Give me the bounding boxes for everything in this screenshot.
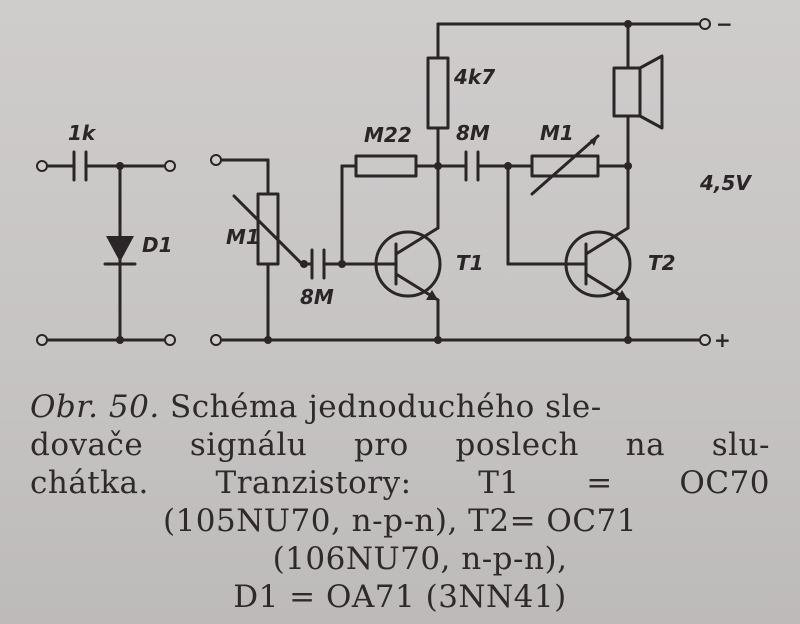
plus-terminal — [699, 334, 711, 346]
label-plus: + — [714, 328, 731, 352]
caption-line-6: D1 = OA71 (3NN41) — [233, 579, 567, 615]
label-t2: T2 — [648, 251, 676, 275]
label-voltage: 4,5V — [699, 171, 752, 195]
figure-number: Obr. 50. — [30, 389, 160, 425]
label-m22: M22 — [364, 123, 412, 147]
label-4k7: 4k7 — [453, 65, 495, 89]
label-8m-top: 8M — [456, 121, 490, 145]
label-d1: D1 — [142, 233, 173, 257]
caption-line-5: (106NU70, n-p-n), — [272, 541, 568, 577]
transistor-t1 — [374, 164, 442, 342]
output-terminal-bottom — [164, 334, 176, 346]
output-terminal-top — [164, 160, 176, 172]
caption-line-2: dovače signálu pro poslech na slu- — [30, 427, 770, 463]
caption-line-1: Obr. 50. Schéma jednoduchého sle- — [30, 388, 770, 426]
label-m1-left: M1 — [226, 225, 260, 249]
resistor-4k7 — [426, 56, 450, 130]
figure-caption: Obr. 50. Schéma jednoduchého sle- dovače… — [30, 388, 770, 616]
label-minus: − — [716, 12, 733, 36]
label-8m-bottom: 8M — [300, 285, 334, 309]
minus-terminal — [699, 18, 711, 30]
caption-line-3: chátka. Tranzistory: T1 = OC70 — [30, 465, 770, 501]
circuit-schematic: 1k D1 M1 8M M22 — [36, 12, 752, 352]
resistor-m22 — [354, 154, 418, 178]
speaker-icon — [612, 22, 664, 168]
diode-d1 — [106, 236, 134, 262]
label-t1: T1 — [456, 251, 484, 275]
caption-line-1-text: Schéma jednoduchého sle- — [170, 389, 602, 425]
input-terminal-bottom — [36, 334, 48, 346]
label-1k: 1k — [68, 121, 97, 145]
input-terminal-ground — [210, 334, 222, 346]
input-terminal-top — [36, 160, 48, 172]
input-detector: 1k D1 — [36, 121, 176, 346]
input-terminal-signal — [210, 154, 222, 166]
label-m1-right: M1 — [540, 121, 574, 145]
caption-line-4: (105NU70, n-p-n), T2= OC71 — [162, 503, 637, 539]
amplifier: M1 8M M22 4k7 T1 — [210, 12, 752, 352]
transistor-t2 — [564, 164, 632, 342]
